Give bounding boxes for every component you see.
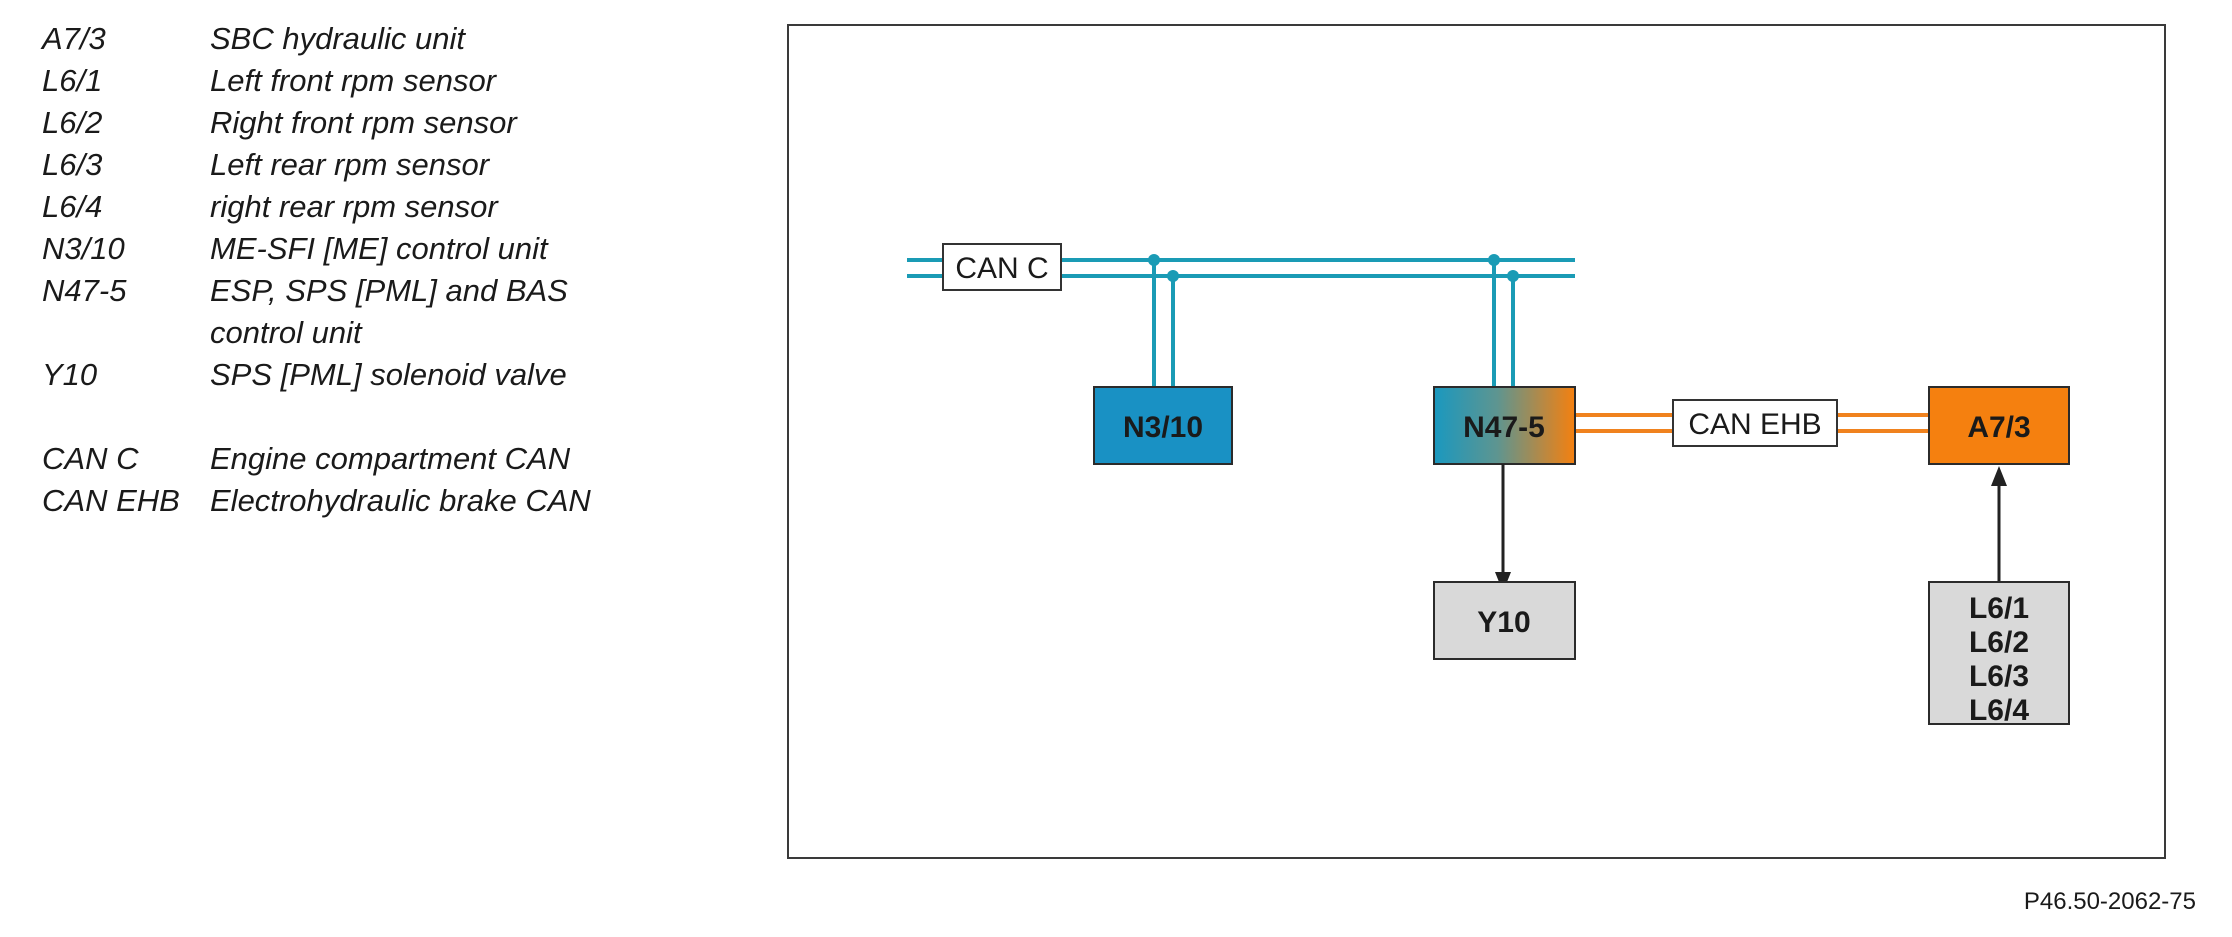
legend-code: L6/4 [42,189,103,224]
legend-desc: Right front rpm sensor [210,105,517,140]
n3-10-label: N3/10 [1123,411,1203,444]
sensors-box: L6/1 L6/2 L6/3 L6/4 [1928,581,2070,727]
n3-10-box: N3/10 [1093,386,1233,465]
legend-code: N3/10 [42,231,125,266]
legend-row-l6-1: L6/1 Left front rpm sensor [42,60,742,102]
junction-dot [1507,270,1519,282]
sensor-label-l6-4: L6/4 [1969,694,2029,727]
can-c-label: CAN C [955,252,1048,285]
junction-dot [1167,270,1179,282]
legend-code: L6/1 [42,63,103,98]
diagram-frame: CAN C CAN EHB N3/10 N47-5 A7/3 [787,24,2166,859]
legend-code: Y10 [42,357,98,392]
legend-desc: Left front rpm sensor [210,63,497,98]
a7-3-box: A7/3 [1928,386,2070,465]
junction-dot [1488,254,1500,266]
legend-row-n47-5: N47-5 ESP, SPS [PML] and BAS control uni… [42,270,742,354]
legend-desc: ME-SFI [ME] control unit [210,231,548,266]
n47-5-box: N47-5 [1433,386,1576,465]
legend-code: CAN C [42,441,139,476]
can-ehb-label-box: CAN EHB [1672,399,1838,447]
arrowhead-up [1991,466,2007,486]
legend-code: CAN EHB [42,483,180,518]
legend-row-n3-10: N3/10 ME-SFI [ME] control unit [42,228,742,270]
legend-row-can-ehb: CAN EHB Electrohydraulic brake CAN [42,480,742,522]
can-c-label-box: CAN C [942,243,1062,291]
y10-label: Y10 [1477,606,1530,639]
sensor-label-l6-3: L6/3 [1969,660,2029,693]
legend-desc: SBC hydraulic unit [210,21,466,56]
legend-code: N47-5 [42,273,127,308]
legend-code: L6/2 [42,105,103,140]
legend-code: A7/3 [42,21,106,56]
legend-code: L6/3 [42,147,103,182]
figure-reference: P46.50-2062-75 [2023,888,2196,915]
sensor-label-l6-2: L6/2 [1969,626,2029,659]
legend-desc: ESP, SPS [PML] and BAS control unit [210,270,742,354]
n47-5-label: N47-5 [1463,411,1545,444]
sensor-label-l6-1: L6/1 [1969,592,2029,625]
network-diagram: CAN C CAN EHB N3/10 N47-5 A7/3 [907,243,2070,727]
legend-desc: Engine compartment CAN [210,441,571,476]
legend-row-y10: Y10 SPS [PML] solenoid valve [42,354,742,396]
legend-desc: Electrohydraulic brake CAN [210,483,591,518]
junction-dot [1148,254,1160,266]
y10-box: Y10 [1433,581,1576,660]
can-ehb-label: CAN EHB [1688,408,1821,441]
legend-desc-line: ESP, SPS [PML] and BAS [210,273,568,308]
a7-3-label: A7/3 [1967,411,2030,444]
legend: A7/3 SBC hydraulic unit L6/1 Left front … [42,18,742,522]
legend-spacer [42,396,742,438]
legend-row-l6-2: L6/2 Right front rpm sensor [42,102,742,144]
legend-row-l6-3: L6/3 Left rear rpm sensor [42,144,742,186]
legend-desc: SPS [PML] solenoid valve [210,357,567,392]
legend-row-a7-3: A7/3 SBC hydraulic unit [42,18,742,60]
legend-desc: Left rear rpm sensor [210,147,490,182]
legend-row-l6-4: L6/4 right rear rpm sensor [42,186,742,228]
legend-desc-line: control unit [210,315,362,350]
legend-row-can-c: CAN C Engine compartment CAN [42,438,742,480]
can-c-junctions [1148,254,1519,282]
legend-desc: right rear rpm sensor [210,189,498,224]
